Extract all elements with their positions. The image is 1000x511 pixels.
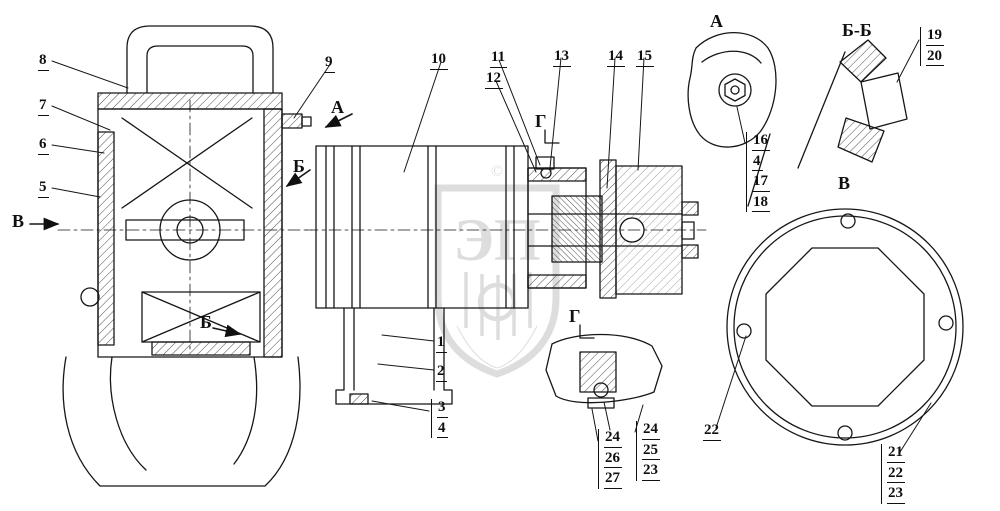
- section-title-b-b: Б-Б: [842, 20, 872, 40]
- view-arrow-label-b-lower: Б: [200, 312, 212, 332]
- callout-23a: 23: [642, 462, 660, 481]
- g-corner-mark-upper: [544, 129, 560, 144]
- section-view-b-b: [797, 39, 908, 169]
- callout-10: 10: [430, 51, 448, 70]
- callout-27: 27: [604, 470, 622, 489]
- callout-group-19-20: 19 20: [920, 27, 944, 66]
- g-corner-mark-lower: [579, 324, 595, 339]
- callout-11: 11: [490, 49, 508, 68]
- view-label-g-lower: Г: [569, 306, 581, 326]
- callout-8: 8: [38, 52, 49, 71]
- detail-title-v: В: [838, 173, 851, 193]
- callout-13: 13: [553, 48, 571, 67]
- detail-title-a: А: [710, 11, 723, 31]
- watermark-shield-text: ЭП: [453, 207, 540, 273]
- callout-1: 1: [436, 334, 447, 353]
- callout-3: 3: [437, 399, 448, 418]
- callout-group-16-4-17-18: 16 4 17 18: [746, 132, 770, 212]
- callout-group-24-26-27: 24 26 27: [598, 429, 622, 489]
- callout-9: 9: [324, 54, 335, 73]
- callout-14: 14: [607, 48, 625, 67]
- callout-5: 5: [38, 179, 49, 198]
- callout-22b: 22: [887, 465, 905, 483]
- callout-16: 16: [752, 132, 770, 151]
- callout-23b: 23: [887, 485, 905, 504]
- view-v-cover: [726, 208, 964, 446]
- callout-2: 2: [436, 363, 447, 382]
- callout-12: 12: [485, 70, 503, 89]
- callout-group-24-25-23: 24 25 23: [636, 421, 660, 481]
- callout-group-3-4: 3 4: [431, 399, 448, 438]
- view-arrow-label-v: В: [12, 211, 25, 231]
- callout-17: 17: [752, 173, 770, 192]
- callout-24b: 24: [642, 421, 660, 440]
- callout-26: 26: [604, 450, 622, 468]
- drawing-lines: [29, 25, 964, 487]
- callout-15: 15: [636, 48, 654, 67]
- callout-19: 19: [926, 27, 944, 46]
- view-label-g-upper: Г: [535, 111, 547, 131]
- detail-view-g: [545, 333, 663, 409]
- watermark-shield-logo: © ЭП: [434, 163, 560, 378]
- callout-4b: 4: [437, 420, 448, 438]
- callout-25: 25: [642, 442, 660, 460]
- view-arrow-label-b-upper: Б: [293, 156, 305, 176]
- view-arrows: [29, 113, 353, 338]
- callout-24a: 24: [604, 429, 622, 448]
- view-arrow-label-a: А: [331, 97, 344, 117]
- callout-4a: 4: [752, 153, 763, 171]
- watermark-row-text: ©: [491, 163, 503, 180]
- callout-20: 20: [926, 48, 944, 66]
- callout-18: 18: [752, 194, 770, 212]
- starter-motor: [305, 145, 707, 405]
- callout-group-21-22-23: 21 22 23: [881, 444, 905, 504]
- detail-view-a: [687, 31, 777, 207]
- main-view-housing: [57, 25, 313, 487]
- callout-21: 21: [887, 444, 905, 463]
- callout-7: 7: [38, 97, 49, 116]
- callout-22-left: 22: [703, 422, 721, 441]
- callout-6: 6: [38, 136, 49, 155]
